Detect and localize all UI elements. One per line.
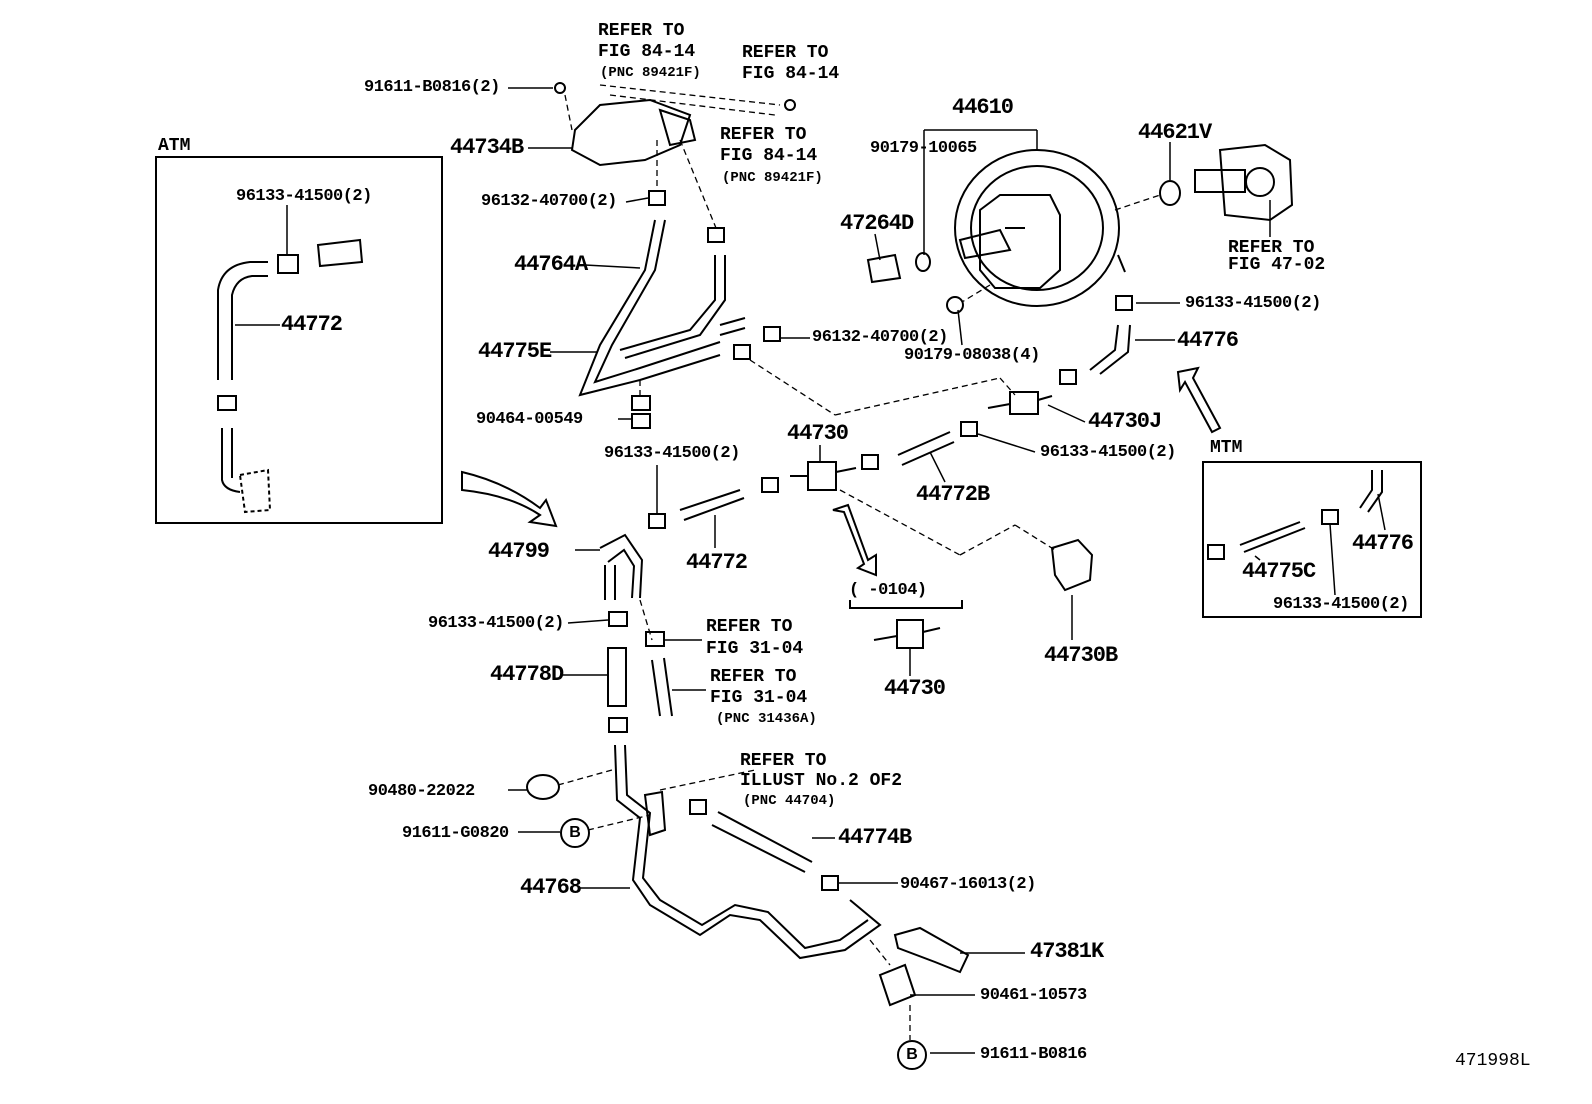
ref3-line3: (PNC 89421F) bbox=[722, 170, 823, 186]
atm-label: ATM bbox=[158, 136, 191, 156]
date-range: ( -0104) bbox=[849, 581, 927, 600]
label-44774b: 44774B bbox=[838, 825, 912, 850]
hose-44772b bbox=[897, 431, 955, 466]
bracket-47381k bbox=[893, 926, 970, 974]
label-44799: 44799 bbox=[488, 539, 550, 564]
label-90464-00549: 90464-00549 bbox=[476, 410, 583, 429]
label-44730-main: 44730 bbox=[787, 421, 849, 446]
label-90480-22022: 90480-22022 bbox=[368, 782, 475, 801]
label-44730-sub: 44730 bbox=[884, 676, 946, 701]
ref7-line3: (PNC 44704) bbox=[743, 793, 836, 809]
ref1-line3: (PNC 89421F) bbox=[600, 65, 701, 81]
label-44776-mtm: 44776 bbox=[1352, 531, 1414, 556]
label-44775c: 44775C bbox=[1242, 559, 1316, 584]
date-bracket bbox=[849, 600, 963, 609]
label-91611-g0820: 91611-G0820 bbox=[402, 824, 509, 843]
label-96133-41500-2-l1: 96133-41500(2) bbox=[604, 444, 740, 463]
clip-90461-10573 bbox=[878, 963, 917, 1007]
label-47381k: 47381K bbox=[1030, 939, 1104, 964]
washer-90179-10065 bbox=[915, 252, 931, 272]
ref6-line2: FIG 31-04 bbox=[710, 688, 808, 708]
bracket-44734b bbox=[570, 98, 692, 167]
ref7-line2: ILLUST No.2 OF2 bbox=[740, 771, 903, 791]
nut-90179-08038 bbox=[946, 296, 964, 314]
valve-44730-sub bbox=[873, 619, 941, 649]
master-cylinder bbox=[1194, 143, 1294, 222]
label-47264d: 47264D bbox=[840, 211, 914, 236]
label-96133-41500-2-r2: 96133-41500(2) bbox=[1040, 443, 1176, 462]
seal-44621v bbox=[1159, 180, 1181, 206]
label-44775e: 44775E bbox=[478, 339, 552, 364]
ref6-line3: (PNC 31436A) bbox=[716, 711, 817, 727]
label-96133-41500-2-atm: 96133-41500(2) bbox=[236, 187, 372, 206]
label-96133-41500-2-r1: 96133-41500(2) bbox=[1185, 294, 1321, 313]
bracket-47264d bbox=[866, 253, 902, 284]
label-90461-10573: 90461-10573 bbox=[980, 986, 1087, 1005]
label-90467-16013-2: 90467-16013(2) bbox=[900, 875, 1036, 894]
hose-44776 bbox=[1089, 324, 1131, 375]
ref3-line1: REFER TO bbox=[720, 125, 807, 145]
ref2-line2: FIG 84-14 bbox=[742, 64, 840, 84]
check-valve-44730 bbox=[790, 461, 857, 491]
atm-arrow bbox=[461, 470, 558, 528]
center-arrow bbox=[832, 503, 877, 577]
mtm-label: MTM bbox=[1210, 438, 1243, 458]
label-90179-10065: 90179-10065 bbox=[870, 139, 977, 158]
label-96132-40700-2-mid: 96132-40700(2) bbox=[812, 328, 948, 347]
label-44772-atm: 44772 bbox=[281, 312, 343, 337]
marker-b-2: B bbox=[897, 1040, 927, 1070]
leader-lines bbox=[235, 87, 1386, 1054]
label-96132-40700-2-top: 96132-40700(2) bbox=[481, 192, 617, 211]
label-44772-mid: 44772 bbox=[686, 550, 748, 575]
atm-box bbox=[155, 156, 443, 524]
brake-booster bbox=[954, 149, 1126, 307]
pipe-44768 bbox=[614, 744, 882, 960]
diagram-id: 471998L bbox=[1455, 1051, 1531, 1071]
clamp-atm bbox=[277, 254, 299, 274]
ref7-line1: REFER TO bbox=[740, 751, 827, 771]
label-44734b: 44734B bbox=[450, 135, 524, 160]
ref1-line1: REFER TO bbox=[598, 21, 685, 41]
ref6-line1: REFER TO bbox=[710, 667, 797, 687]
mtm-arrow bbox=[1176, 366, 1222, 434]
marker-b-1: B bbox=[560, 818, 590, 848]
hose-44774b bbox=[711, 811, 813, 873]
grommet-90480-22022 bbox=[526, 774, 560, 800]
ref4-line1: REFER TO bbox=[1228, 238, 1315, 258]
label-96133-41500-2-mtm: 96133-41500(2) bbox=[1273, 595, 1409, 614]
label-44776: 44776 bbox=[1177, 328, 1239, 353]
ref1-line2: FIG 84-14 bbox=[598, 42, 696, 62]
label-44768: 44768 bbox=[520, 875, 582, 900]
pipe-44764a bbox=[578, 219, 721, 397]
label-91611-b0816: 91611-B0816 bbox=[980, 1045, 1087, 1064]
label-90179-08038-4: 90179-08038(4) bbox=[904, 346, 1040, 365]
label-44610: 44610 bbox=[952, 95, 1014, 120]
ref4-line2: FIG 47-02 bbox=[1228, 255, 1326, 275]
hose-44778d bbox=[607, 647, 627, 707]
label-44778d: 44778D bbox=[490, 662, 564, 687]
label-44730b: 44730B bbox=[1044, 643, 1118, 668]
hose-44772-atm bbox=[217, 261, 268, 380]
label-91611-b0816-2: 91611-B0816(2) bbox=[364, 78, 500, 97]
ref5-line2: FIG 31-04 bbox=[706, 639, 804, 659]
bracket-44730b bbox=[1050, 538, 1094, 592]
label-44764a: 44764A bbox=[514, 252, 588, 277]
hose-44799 bbox=[599, 533, 644, 600]
label-44621v: 44621V bbox=[1138, 120, 1212, 145]
mtm-box bbox=[1202, 461, 1422, 618]
ref5-line1: REFER TO bbox=[706, 617, 793, 637]
ref2-line1: REFER TO bbox=[742, 43, 829, 63]
ref3-line2: FIG 84-14 bbox=[720, 146, 818, 166]
label-44730j: 44730J bbox=[1088, 409, 1162, 434]
hose-44772-mid bbox=[679, 489, 745, 521]
label-44772b: 44772B bbox=[916, 482, 990, 507]
valve-44730j bbox=[987, 391, 1053, 415]
dashed-lines bbox=[557, 84, 1161, 1040]
label-96133-41500-2-l2: 96133-41500(2) bbox=[428, 614, 564, 633]
